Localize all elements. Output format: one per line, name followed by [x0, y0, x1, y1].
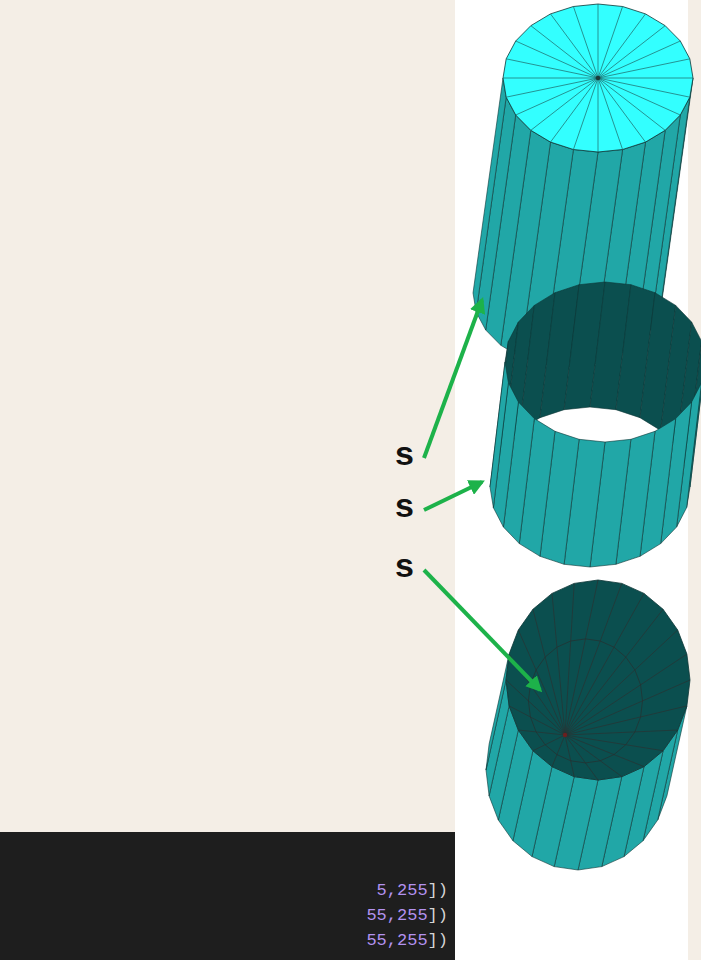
cap-spoke: [565, 730, 678, 735]
cropped-label: s: [395, 548, 414, 582]
cap-spoke: [506, 59, 598, 78]
leader-arrow: [424, 300, 482, 458]
cap-spoke: [598, 78, 693, 79]
cap-spoke: [533, 609, 565, 735]
cap-spoke: [506, 78, 598, 97]
cap-spoke: [598, 78, 665, 130]
cap-spoke: [565, 735, 663, 751]
cap-spoke: [518, 630, 565, 735]
code-bracket: ]): [428, 906, 448, 925]
cap-spoke: [565, 735, 598, 780]
cap-spoke: [598, 78, 690, 97]
cylinder-shape: [486, 580, 690, 870]
side-facet: [490, 362, 508, 508]
cap-spoke: [509, 706, 565, 735]
cap-spoke: [565, 630, 678, 735]
cap-spoke: [565, 654, 687, 735]
cap-spoke: [565, 735, 622, 777]
cap-spoke: [598, 78, 599, 152]
cap-spoke: [551, 78, 599, 142]
cap-spoke: [598, 14, 646, 78]
code-bracket: ]): [428, 881, 448, 900]
cap-spoke: [598, 59, 690, 78]
code-number: 5,255: [377, 881, 428, 900]
cap-hub: [596, 76, 600, 80]
cylinder-cap: [506, 580, 690, 780]
cylinder-shape: [490, 282, 701, 567]
cap-spoke: [533, 735, 565, 751]
cap-spoke: [565, 609, 663, 735]
cropped-label: s: [395, 488, 414, 522]
cap-spoke: [598, 78, 680, 115]
cap-spoke: [565, 680, 690, 735]
cylinder-cap: [503, 4, 693, 152]
cap-spoke: [598, 4, 599, 78]
side-facet: [486, 654, 509, 770]
cap-spoke: [565, 580, 598, 735]
code-number: 55,255: [366, 931, 427, 950]
cap-spoke: [573, 7, 598, 78]
code-line: 55,255]): [366, 907, 448, 924]
side-facet: [473, 78, 506, 312]
side-facet: [486, 680, 509, 796]
cap-spoke: [551, 14, 599, 78]
code-line: 55,255]): [366, 932, 448, 949]
cap-spoke: [565, 583, 622, 735]
cap-spoke: [552, 593, 565, 735]
cap-spoke: [565, 593, 644, 735]
cropped-label: s: [395, 436, 414, 470]
cap-spoke: [531, 78, 598, 130]
cap-spoke: [598, 26, 665, 78]
cap-spoke: [565, 706, 687, 735]
cap-spoke: [531, 26, 598, 78]
cap-spoke: [516, 78, 598, 115]
code-panel: [0, 832, 455, 960]
cap-spoke: [598, 78, 646, 142]
code-bracket: ]): [428, 931, 448, 950]
code-line: 5,255]): [377, 882, 448, 899]
cap-spoke: [518, 730, 565, 735]
cap-spoke: [516, 41, 598, 78]
cap-spoke: [552, 735, 565, 767]
leader-arrow: [424, 570, 540, 690]
leader-arrow: [424, 482, 482, 510]
cap-spoke: [598, 41, 680, 78]
cap-hub: [563, 733, 567, 737]
cap-spoke: [573, 78, 598, 149]
cap-spoke: [598, 7, 623, 78]
cap-spoke: [503, 78, 598, 79]
cap-spoke: [598, 78, 623, 149]
cap-spoke: [565, 735, 574, 777]
cap-spoke: [506, 680, 565, 735]
code-number: 55,255: [366, 906, 427, 925]
